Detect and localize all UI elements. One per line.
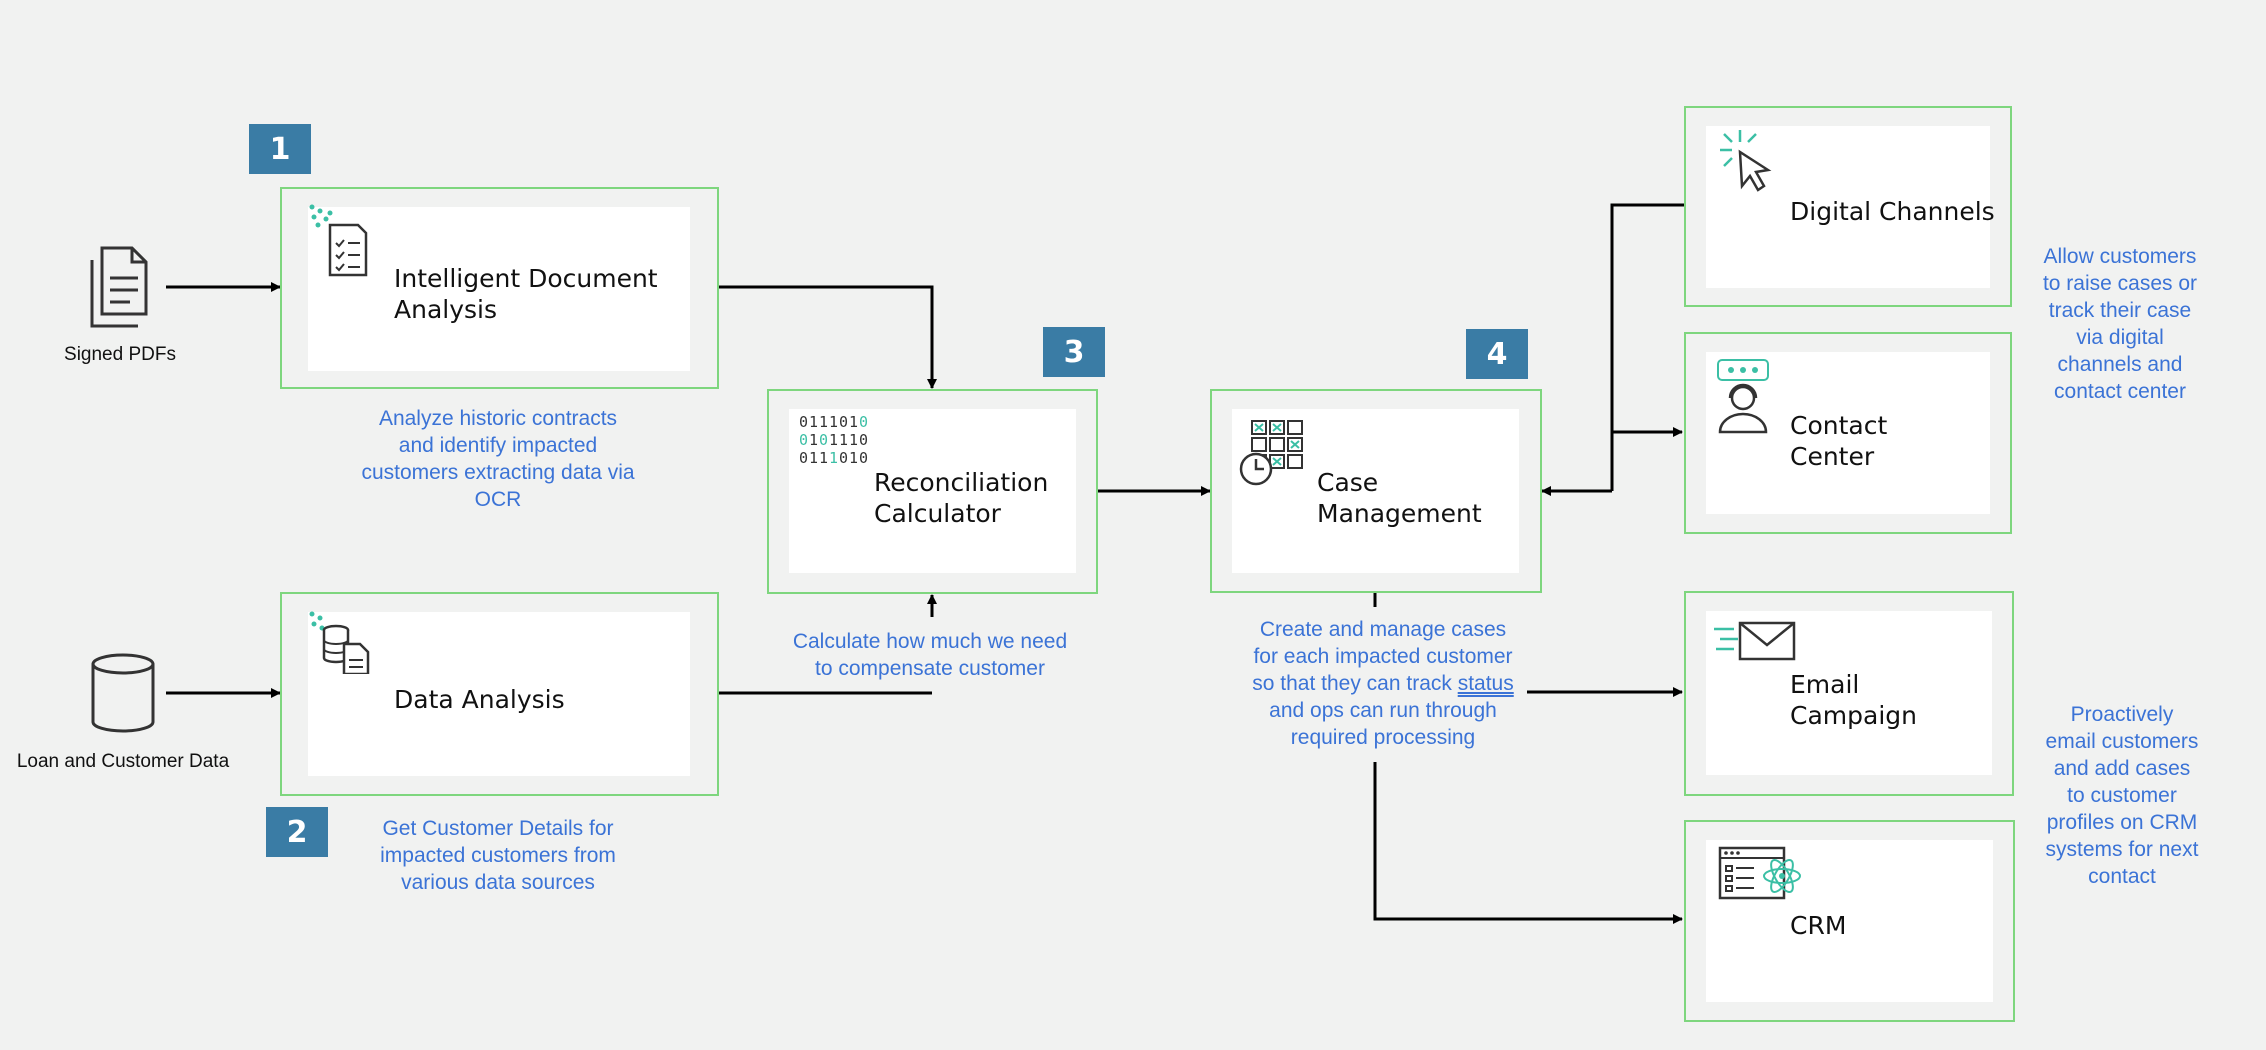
status-link: status (1457, 672, 1514, 695)
svg-text:0: 0 (859, 449, 868, 467)
svg-text:1: 1 (819, 413, 828, 431)
arrow-to-crm (1373, 762, 1683, 924)
digital-channels-node[interactable]: Digital Channels (1684, 106, 2012, 307)
database-icon (88, 652, 158, 741)
case-note-part1: Create and manage cases for each impacte… (1252, 618, 1513, 695)
calendar-clock-icon (1238, 419, 1308, 494)
svg-text:1: 1 (809, 431, 818, 449)
headset-agent-icon (1716, 358, 1772, 439)
svg-text:0: 0 (839, 413, 848, 431)
email-campaign-node[interactable]: Email Campaign (1684, 591, 2014, 796)
svg-text:1: 1 (849, 431, 858, 449)
data-analysis-title: Data Analysis (394, 685, 565, 714)
crm-window-icon (1718, 846, 1804, 907)
svg-text:1: 1 (829, 431, 838, 449)
channels-description: Allow customers to raise cases or track … (2042, 245, 2198, 403)
case-note-part2: and ops can run through required process… (1269, 699, 1497, 749)
svg-text:1: 1 (809, 413, 818, 431)
data-analysis-node[interactable]: Data Analysis (280, 592, 719, 796)
step-badge-2: 2 (266, 807, 328, 857)
arrow-ida-to-recon (718, 285, 937, 389)
document-icon (88, 244, 158, 335)
svg-text:0: 0 (799, 431, 808, 449)
loan-data-label: Loan and Customer Data (16, 751, 230, 772)
ida-node[interactable]: Intelligent Document Analysis (280, 187, 719, 389)
digital-channels-title: Digital Channels (1790, 197, 1995, 226)
crm-title: CRM (1790, 911, 1847, 940)
contact-center-node[interactable]: Contact Center (1684, 332, 2012, 534)
svg-text:0: 0 (859, 413, 868, 431)
document-checklist-icon (308, 203, 372, 288)
signed-pdfs-label: Signed PDFs (64, 344, 176, 365)
data-analysis-description: Get Customer Details for impacted custom… (380, 817, 616, 894)
line-digital-to-case (1610, 203, 1684, 491)
case-management-node[interactable]: Case Management (1210, 389, 1542, 593)
svg-text:0: 0 (839, 449, 848, 467)
svg-text:0: 0 (819, 431, 828, 449)
case-management-title: Case Management (1317, 468, 1482, 528)
envelope-icon (1714, 619, 1798, 668)
campaign-description: Proactively email customers and add case… (2045, 703, 2199, 888)
data-stack-icon (308, 610, 372, 679)
svg-text:0: 0 (859, 431, 868, 449)
step-badge-3: 3 (1043, 327, 1105, 377)
ida-description: Analyze historic contracts and identify … (361, 407, 635, 511)
cursor-click-icon (1710, 128, 1774, 197)
svg-text:0: 0 (799, 449, 808, 467)
recon-description: Calculate how much we need to compensate… (792, 630, 1068, 680)
svg-text:1: 1 (829, 449, 838, 467)
svg-text:0: 0 (799, 413, 808, 431)
svg-text:1: 1 (839, 431, 848, 449)
step-badge-4: 4 (1466, 329, 1528, 379)
svg-text:1: 1 (849, 413, 858, 431)
case-management-description: Create and manage cases for each impacte… (1228, 616, 1538, 751)
email-campaign-title: Email Campaign (1790, 670, 1917, 730)
svg-text:1: 1 (829, 413, 838, 431)
svg-text:1: 1 (819, 449, 828, 467)
step-badge-1: 1 (249, 124, 311, 174)
contact-center-title: Contact Center (1790, 411, 1888, 471)
crm-node[interactable]: CRM (1684, 820, 2015, 1022)
svg-text:1: 1 (849, 449, 858, 467)
recon-title: Reconciliation Calculator (874, 468, 1049, 528)
ida-title: Intelligent Document Analysis (394, 264, 658, 324)
svg-text:1: 1 (809, 449, 818, 467)
